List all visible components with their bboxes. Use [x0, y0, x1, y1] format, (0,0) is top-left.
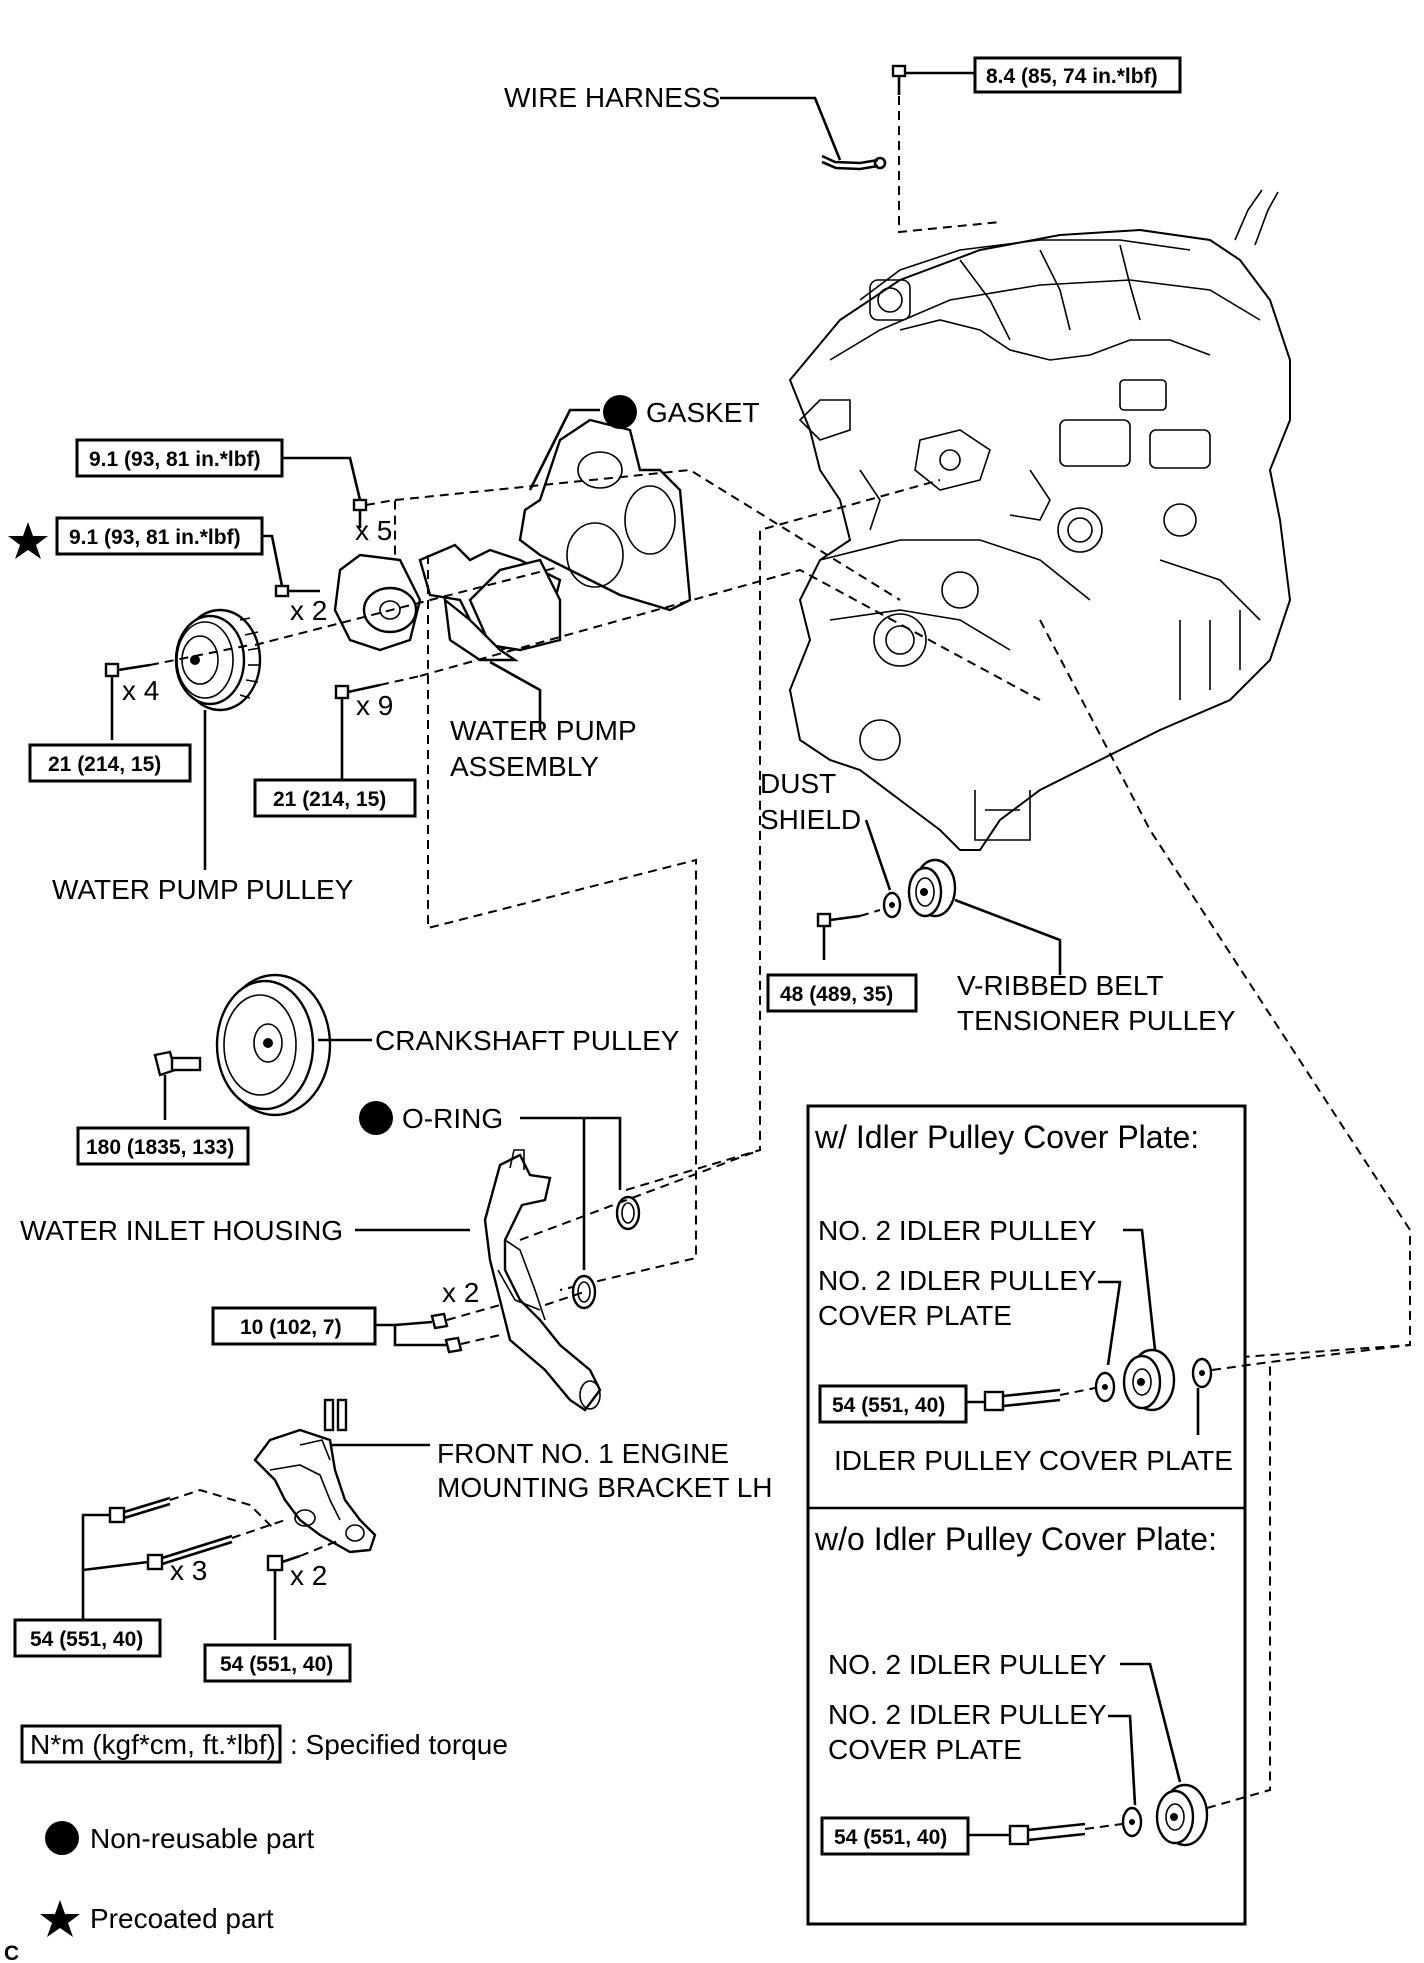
torque-pump-precoated: 9.1 (93, 81 in.*lbf) — [69, 526, 241, 549]
legend-unit-box: N*m (kgf*cm, ft.*lbf) — [30, 1729, 276, 1760]
dust-shield-label-1: DUST — [760, 768, 836, 799]
water-pump-pulley-part — [174, 608, 262, 712]
water-pump-label-1: WATER PUMP — [450, 715, 637, 746]
tensioner-bolt — [816, 912, 861, 928]
crank-bolt — [153, 1050, 202, 1077]
water-pump-pulley-label: WATER PUMP PULLEY — [52, 874, 354, 905]
panel-with-cover-label-2: COVER PLATE — [818, 1300, 1012, 1331]
crankshaft-pulley-part — [215, 973, 332, 1117]
torque-pulley: 21 (214, 15) — [48, 753, 161, 776]
torque-bracket-right: 54 (551, 40) — [220, 1653, 333, 1676]
torque-tensioner: 48 (489, 35) — [780, 983, 893, 1006]
panel-without-plate-title: w/o Idler Pulley Cover Plate: — [814, 1521, 1217, 1557]
bracket-bolt-long-1 — [108, 1496, 171, 1524]
tensioner-pulley-part — [907, 858, 957, 918]
legend-unit-text: : Specified torque — [290, 1729, 508, 1760]
wire-harness-bolt — [891, 64, 907, 95]
torque-bracket-left: 54 (551, 40) — [30, 1628, 143, 1651]
engine-mount-bracket-part — [253, 1398, 377, 1554]
legend-non-reusable-icon — [45, 1821, 79, 1855]
torque-idler-with-plate: 54 (551, 40) — [832, 1394, 945, 1417]
panel-without-cover-washer — [1121, 1806, 1143, 1838]
water-pump-assembly-part — [333, 543, 562, 662]
water-pump-label-2: ASSEMBLY — [450, 751, 599, 782]
inlet-nut — [430, 1312, 463, 1354]
torque-pump-main: 21 (214, 15) — [273, 788, 386, 811]
star-precoated-icon — [8, 522, 48, 559]
panel-without-cover-label-1: NO. 2 IDLER PULLEY — [828, 1699, 1107, 1730]
tensioner-label-2: TENSIONER PULLEY — [957, 1005, 1236, 1036]
o-ring-label: O-RING — [402, 1103, 503, 1134]
idler-variants-panel — [806, 1104, 1247, 1926]
non-reusable-gasket-icon — [603, 395, 637, 429]
qty-x4: x 4 — [122, 675, 159, 706]
pulley-bolt — [104, 662, 151, 678]
legend-precoated-icon — [40, 1900, 80, 1937]
bracket-bolt-long-2 — [146, 1534, 233, 1571]
water-inlet-housing-part — [483, 1149, 602, 1412]
qty-x2-pump: x 2 — [290, 595, 327, 626]
corner-mark: C — [4, 1942, 19, 1963]
panel-with-idler-cover — [1191, 1357, 1213, 1389]
o-ring-part-lower — [571, 1274, 597, 1310]
qty-x2-bracket: x 2 — [290, 1560, 327, 1591]
torque-idler-without-plate: 54 (551, 40) — [834, 1826, 947, 1849]
panel-with-idler-label: NO. 2 IDLER PULLEY — [818, 1215, 1097, 1246]
panel-with-idler-pulley — [1122, 1348, 1176, 1412]
tensioner-label-1: V-RIBBED BELT — [957, 970, 1163, 1001]
wire-harness-part — [821, 154, 887, 171]
crankshaft-pulley-label: CRANKSHAFT PULLEY — [375, 1025, 680, 1056]
panel-with-cover-label-1: NO. 2 IDLER PULLEY — [818, 1265, 1097, 1296]
pump-precoated-bolt — [274, 584, 320, 598]
gasket-part — [518, 418, 692, 612]
qty-x3: x 3 — [170, 1555, 207, 1586]
legend-non-reusable: Non-reusable part — [90, 1823, 314, 1854]
water-inlet-housing-label: WATER INLET HOUSING — [20, 1215, 343, 1246]
panel-with-plate-title: w/ Idler Pulley Cover Plate: — [814, 1119, 1199, 1155]
qty-x2-inlet: x 2 — [442, 1277, 479, 1308]
panel-with-idler-cover-label: IDLER PULLEY COVER PLATE — [834, 1445, 1233, 1476]
gasket-label: GASKET — [646, 397, 760, 428]
panel-without-cover-label-2: COVER PLATE — [828, 1734, 1022, 1765]
panel-without-idler-label: NO. 2 IDLER PULLEY — [828, 1649, 1107, 1680]
bracket-label-1: FRONT NO. 1 ENGINE — [437, 1438, 729, 1469]
dust-shield-part — [882, 891, 902, 919]
qty-x9: x 9 — [356, 690, 393, 721]
panel-without-idler-pulley — [1155, 1783, 1209, 1847]
engine-block-drawing — [788, 189, 1292, 851]
bracket-label-2: MOUNTING BRACKET LH — [437, 1472, 773, 1503]
panel-with-cover-washer — [1094, 1371, 1116, 1403]
torque-inlet: 10 (102, 7) — [240, 1316, 342, 1339]
torque-pump-upper: 9.1 (93, 81 in.*lbf) — [89, 448, 261, 471]
wire-harness-label: WIRE HARNESS — [504, 82, 720, 113]
torque-crank: 180 (1835, 133) — [86, 1136, 234, 1159]
torque-wire-harness: 8.4 (85, 74 in.*lbf) — [986, 65, 1158, 88]
qty-x5: x 5 — [355, 515, 392, 546]
non-reusable-oring-icon — [359, 1101, 393, 1135]
legend-precoated: Precoated part — [90, 1903, 274, 1934]
panel-with-bolt — [983, 1388, 1061, 1412]
pump-main-bolt — [334, 683, 381, 700]
dust-shield-label-2: SHIELD — [760, 804, 861, 835]
o-ring-part-upper — [615, 1195, 641, 1231]
